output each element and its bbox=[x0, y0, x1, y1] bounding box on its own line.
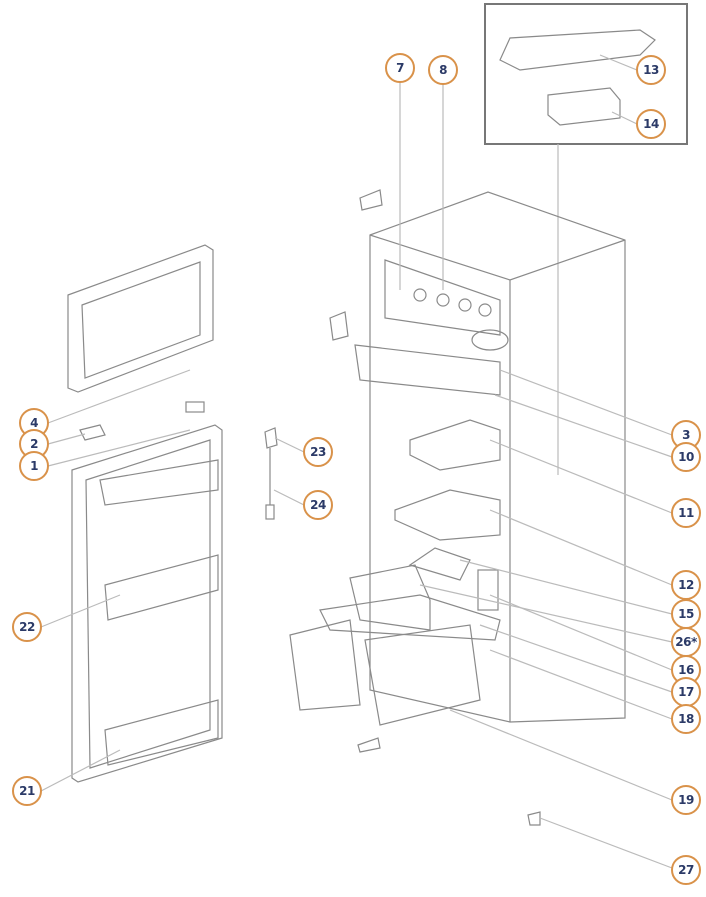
callout-15: 15 bbox=[671, 599, 701, 629]
callout-11: 11 bbox=[671, 498, 701, 528]
fridge-cabinet bbox=[369, 191, 626, 723]
part-14-egg-tray bbox=[547, 87, 621, 126]
thermostat bbox=[471, 329, 509, 351]
callout-19: 19 bbox=[671, 785, 701, 815]
part-12-shelf bbox=[394, 489, 501, 541]
callout-23: 23 bbox=[303, 437, 333, 467]
part-23-lamp bbox=[264, 427, 278, 449]
callout-18: 18 bbox=[671, 704, 701, 734]
bottom-hinge bbox=[357, 737, 381, 753]
part-13-shelf-trim bbox=[499, 29, 656, 71]
part-22-door-shelf bbox=[104, 554, 219, 621]
control-panel bbox=[384, 259, 501, 336]
inset-frame bbox=[484, 3, 688, 145]
part-27-drain bbox=[527, 811, 541, 826]
top-hinge bbox=[359, 189, 383, 211]
callout-27: 27 bbox=[671, 855, 701, 885]
callout-22: 22 bbox=[12, 612, 42, 642]
part-3-divider bbox=[354, 344, 501, 396]
part-4-cover bbox=[185, 401, 205, 413]
part-freezer-door bbox=[67, 244, 214, 393]
middle-hinge bbox=[329, 311, 349, 341]
callout-12: 12 bbox=[671, 570, 701, 600]
leader-lines bbox=[40, 54, 673, 869]
callout-26: 26* bbox=[671, 627, 701, 657]
part-2-hinge bbox=[79, 424, 106, 441]
part-15-bracket bbox=[408, 547, 471, 581]
part-21-door-shelf bbox=[104, 699, 219, 766]
callout-13: 13 bbox=[636, 55, 666, 85]
callout-24: 24 bbox=[303, 490, 333, 520]
part-19-crisper bbox=[364, 624, 481, 726]
part-16-vent bbox=[477, 569, 499, 611]
part-24-sensor bbox=[265, 504, 275, 520]
part-11-shelf bbox=[409, 419, 501, 471]
crisper-left bbox=[289, 619, 361, 711]
part-26-box bbox=[349, 564, 431, 631]
callout-7: 7 bbox=[385, 53, 415, 83]
callout-8: 8 bbox=[428, 55, 458, 85]
callout-14: 14 bbox=[636, 109, 666, 139]
callout-1: 1 bbox=[19, 451, 49, 481]
door-shelf-top bbox=[99, 459, 219, 506]
callout-21: 21 bbox=[12, 776, 42, 806]
part-fridge-door bbox=[71, 424, 223, 783]
part-17-cover bbox=[319, 594, 501, 641]
callout-10: 10 bbox=[671, 442, 701, 472]
callout-17: 17 bbox=[671, 677, 701, 707]
